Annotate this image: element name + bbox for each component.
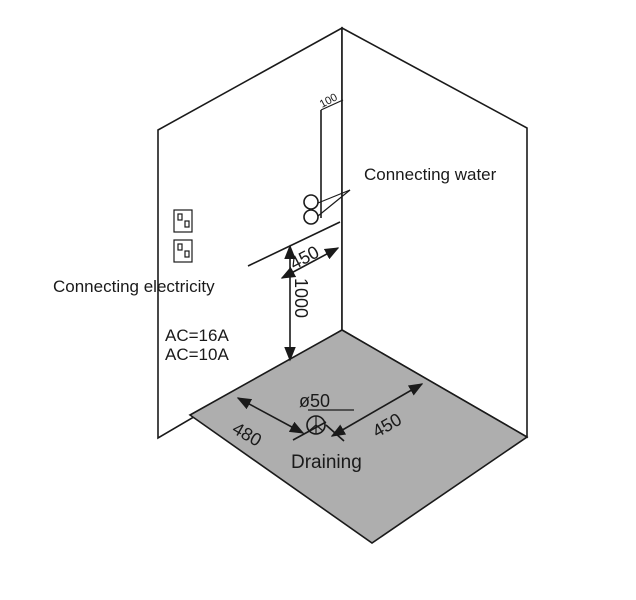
ac-16a-label: AC=16A bbox=[165, 326, 229, 345]
water-horizontal-reference bbox=[247, 221, 341, 267]
water-leader-line bbox=[317, 189, 351, 204]
drain-right-dim-arrow bbox=[330, 383, 424, 437]
connecting-water-label: Connecting water bbox=[364, 165, 497, 184]
water-leader-line-2 bbox=[317, 189, 351, 217]
water-height-dim-label: 1000 bbox=[291, 278, 311, 318]
power-socket-icon bbox=[173, 209, 193, 263]
connecting-electricity-label: Connecting electricity bbox=[53, 277, 215, 296]
drain-cross-line-left bbox=[292, 421, 327, 441]
top-offset-tick bbox=[320, 99, 344, 111]
ac-10a-label: AC=10A bbox=[165, 345, 229, 364]
draining-label: Draining bbox=[291, 452, 362, 473]
drain-diameter-label: ø50 bbox=[299, 391, 330, 411]
drain-left-dim-arrow bbox=[236, 397, 305, 434]
water-connector-icon bbox=[303, 194, 319, 225]
